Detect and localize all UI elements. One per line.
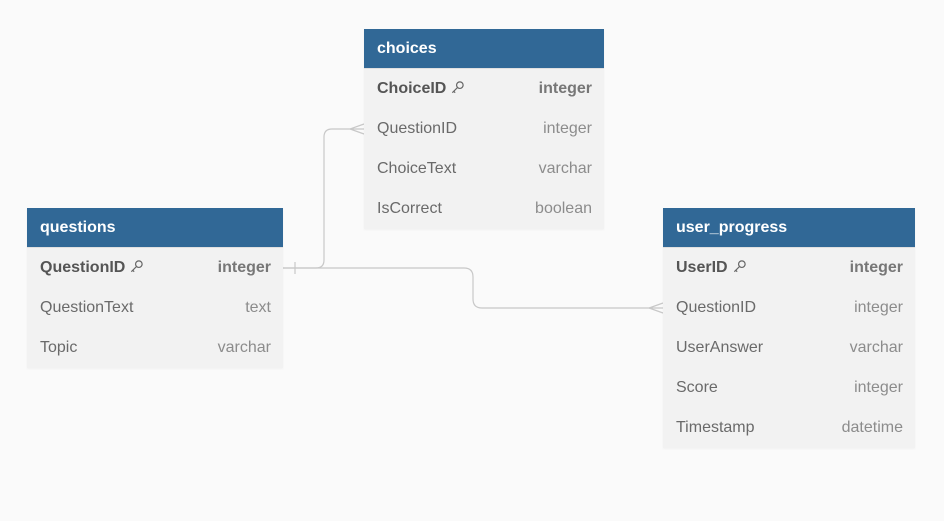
field-name: Timestamp	[676, 419, 755, 436]
field-row[interactable]: ChoiceText varchar	[364, 149, 604, 189]
field-row[interactable]: IsCorrect boolean	[364, 189, 604, 229]
field-row[interactable]: QuestionID integer	[364, 109, 604, 149]
table-user-progress[interactable]: user_progress UserID integer QuestionID …	[663, 208, 915, 448]
field-type: integer	[854, 299, 903, 316]
field-type: datetime	[841, 419, 903, 436]
field-type: integer	[849, 259, 903, 276]
key-icon	[131, 260, 144, 273]
field-name: QuestionText	[40, 299, 134, 316]
field-name: ChoiceText	[377, 160, 457, 177]
key-icon	[733, 260, 746, 273]
field-name: QuestionID	[40, 259, 126, 276]
field-type: text	[245, 299, 271, 316]
key-icon	[452, 81, 465, 94]
field-type: integer	[217, 259, 271, 276]
field-name: Score	[676, 379, 718, 396]
field-name: ChoiceID	[377, 80, 447, 97]
field-row[interactable]: UserAnswer varchar	[663, 328, 915, 368]
field-name: UserID	[676, 259, 728, 276]
table-header-questions[interactable]: questions	[27, 208, 283, 248]
field-type: varchar	[217, 339, 271, 356]
field-name: UserAnswer	[676, 339, 764, 356]
field-row[interactable]: ChoiceID integer	[364, 69, 604, 109]
field-row[interactable]: Topic varchar	[27, 328, 283, 368]
table-header-user-progress[interactable]: user_progress	[663, 208, 915, 248]
field-name: QuestionID	[377, 120, 458, 137]
field-type: integer	[538, 80, 592, 97]
connector-questions-user-progress	[283, 267, 663, 309]
field-type: boolean	[535, 200, 592, 217]
many-marker-user-progress	[647, 302, 664, 314]
field-name: IsCorrect	[377, 200, 442, 217]
field-type: varchar	[538, 160, 592, 177]
field-row[interactable]: Timestamp datetime	[663, 408, 915, 448]
field-row[interactable]: Score integer	[663, 368, 915, 408]
field-name: Topic	[40, 339, 78, 356]
field-row[interactable]: UserID integer	[663, 248, 915, 288]
field-name: QuestionID	[676, 299, 757, 316]
table-choices[interactable]: choices ChoiceID integer QuestionID inte…	[364, 29, 604, 229]
field-type: integer	[543, 120, 592, 137]
table-header-choices[interactable]: choices	[364, 29, 604, 69]
field-type: integer	[854, 379, 903, 396]
many-marker-choices	[348, 123, 365, 135]
field-row[interactable]: QuestionID integer	[27, 248, 283, 288]
field-type: varchar	[849, 339, 903, 356]
table-questions[interactable]: questions QuestionID integer QuestionTex…	[27, 208, 283, 368]
field-row[interactable]: QuestionText text	[27, 288, 283, 328]
field-row[interactable]: QuestionID integer	[663, 288, 915, 328]
connector-questions-choices	[283, 128, 364, 269]
